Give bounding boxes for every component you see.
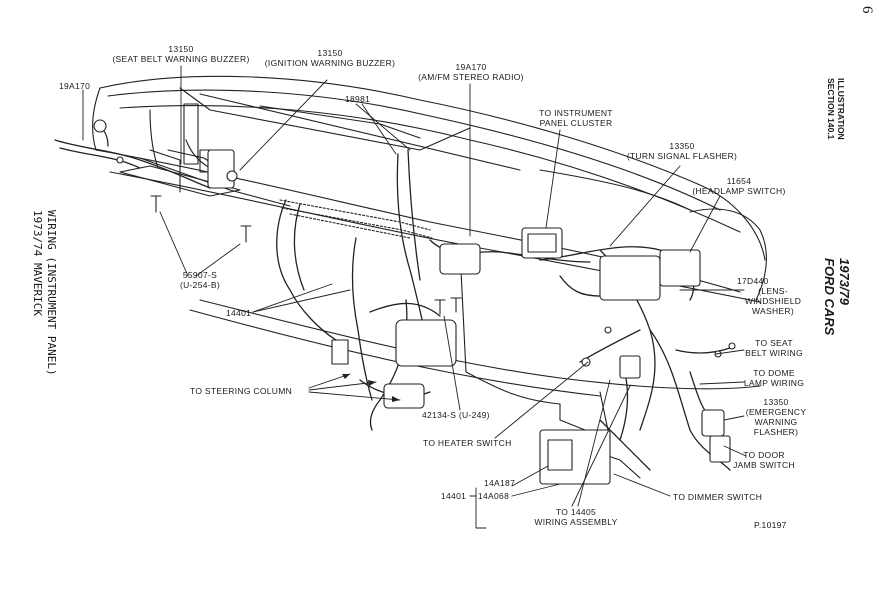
lens-washer-part: 17D440 bbox=[737, 276, 769, 286]
label-seat-belt-wiring: TO SEAT BELT WIRING bbox=[734, 338, 814, 358]
illustration-line-1: ILLUSTRATION bbox=[836, 78, 846, 140]
label-steering-column: TO STEERING COLUMN bbox=[190, 386, 293, 396]
label-lens-washer: 17D440 (LENS- WINDSHIELD WASHER) bbox=[733, 276, 813, 316]
label-seat-belt-buzzer: 13150 (SEAT BELT WARNING BUZZER) bbox=[106, 44, 256, 64]
seat-belt-wiring-line-2: BELT WIRING bbox=[745, 348, 803, 358]
page-number: 6 bbox=[859, 6, 875, 14]
label-14a187: 14A187 bbox=[484, 478, 516, 488]
ignition-buzzer-desc: (IGNITION WARNING BUZZER) bbox=[264, 58, 396, 68]
label-ignition-buzzer: 13150 (IGNITION WARNING BUZZER) bbox=[258, 48, 402, 68]
connectors bbox=[93, 119, 736, 485]
instrument-cluster-line-1: TO INSTRUMENT bbox=[539, 108, 613, 118]
dome-lamp-line-2: LAMP WIRING bbox=[743, 378, 805, 388]
ignition-buzzer-part: 13150 bbox=[317, 48, 343, 58]
illustration-line-2: SECTION 140.1 bbox=[826, 78, 836, 140]
label-14a068: 14A068 bbox=[478, 491, 510, 501]
lens-washer-line-2: (LENS- bbox=[758, 286, 788, 296]
label-door-jamb: TO DOOR JAMB SWITCH bbox=[724, 450, 804, 470]
model-years: 1973/79 bbox=[837, 258, 852, 305]
wiring-14405-line-2: WIRING ASSEMBLY bbox=[534, 517, 618, 527]
screws bbox=[150, 195, 462, 315]
screw-55907-line-2: (U-254-B) bbox=[179, 280, 220, 290]
label-14401: 14401 bbox=[226, 308, 252, 318]
vehicle-make: FORD CARS bbox=[822, 258, 837, 336]
emergency-flasher-line-2: (EMERGENCY bbox=[745, 407, 807, 417]
emergency-flasher-line-3: WARNING bbox=[754, 417, 798, 427]
label-turn-flasher: 13350 (TURN SIGNAL FLASHER) bbox=[620, 141, 744, 161]
leader-lines bbox=[82, 65, 747, 529]
door-jamb-line-2: JAMB SWITCH bbox=[733, 460, 795, 470]
figure-code: P.10197 bbox=[754, 520, 787, 530]
arrowheads bbox=[342, 374, 400, 402]
label-14401-lower: 14401 bbox=[441, 491, 467, 501]
headlamp-switch-part: 11654 bbox=[726, 176, 752, 186]
turn-flasher-desc: (TURN SIGNAL FLASHER) bbox=[626, 151, 738, 161]
headlamp-switch-desc: (HEADLAMP SWITCH) bbox=[692, 186, 786, 196]
radio-part: 19A170 bbox=[455, 62, 487, 72]
instrument-cluster-line-2: PANEL CLUSTER bbox=[539, 118, 613, 128]
screw-55907-line-1: 55907-S bbox=[182, 270, 218, 280]
label-instrument-cluster: TO INSTRUMENT PANEL CLUSTER bbox=[526, 108, 626, 128]
dome-lamp-line-1: TO DOME bbox=[753, 368, 795, 378]
label-radio: 19A170 (AM/FM STEREO RADIO) bbox=[404, 62, 538, 82]
seat-belt-wiring-line-1: TO SEAT bbox=[755, 338, 793, 348]
label-emergency-flasher: 13350 (EMERGENCY WARNING FLASHER) bbox=[734, 397, 818, 437]
caption-line-2: 1973/74 MAVERICK bbox=[31, 210, 44, 316]
label-dimmer-switch: TO DIMMER SWITCH bbox=[673, 492, 763, 502]
label-18981: 18981 bbox=[345, 94, 371, 104]
emergency-flasher-line-4: FLASHER) bbox=[753, 427, 799, 437]
label-screw-55907: 55907-S (U-254-B) bbox=[168, 270, 232, 290]
door-jamb-line-1: TO DOOR bbox=[743, 450, 785, 460]
lens-washer-line-4: WASHER) bbox=[752, 306, 794, 316]
turn-flasher-part: 13350 bbox=[669, 141, 695, 151]
label-screw-42134: 42134-S (U-249) bbox=[422, 410, 490, 420]
label-dome-lamp: TO DOME LAMP WIRING bbox=[734, 368, 814, 388]
seat-belt-buzzer-desc: (SEAT BELT WARNING BUZZER) bbox=[112, 54, 250, 64]
wiring-14405-line-1: TO 14405 bbox=[555, 507, 597, 517]
label-headlamp-switch: 11654 (HEADLAMP SWITCH) bbox=[684, 176, 794, 196]
label-19a170-main: 19A170 bbox=[59, 81, 91, 91]
seat-belt-buzzer-part: 13150 bbox=[168, 44, 194, 54]
label-heater-switch: TO HEATER SWITCH bbox=[423, 438, 512, 448]
emergency-flasher-part: 13350 bbox=[763, 397, 789, 407]
radio-desc: (AM/FM STEREO RADIO) bbox=[418, 72, 524, 82]
label-wiring-14405: TO 14405 WIRING ASSEMBLY bbox=[526, 507, 626, 527]
lens-washer-line-3: WINDSHIELD bbox=[744, 296, 802, 306]
caption-line-1: WIRING (INSTRUMENT PANEL) bbox=[45, 210, 58, 376]
